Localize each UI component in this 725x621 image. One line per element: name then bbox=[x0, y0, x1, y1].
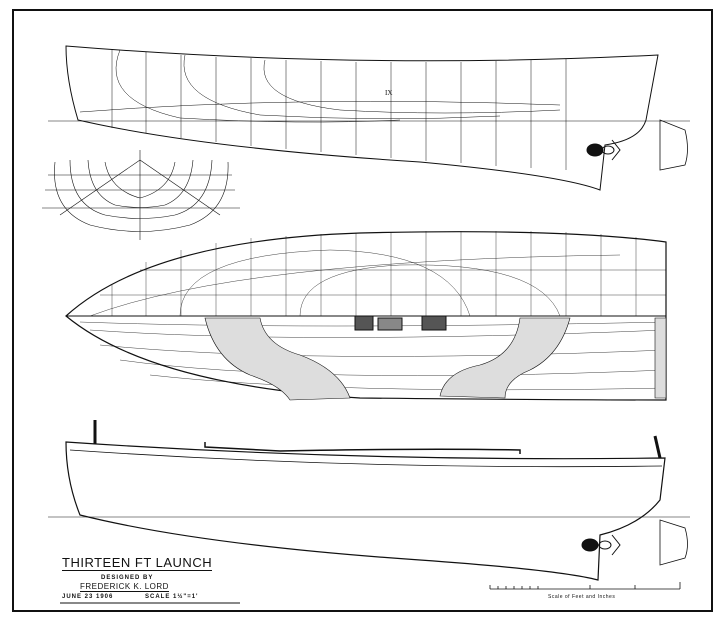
scale-bar bbox=[489, 582, 681, 590]
drawing-date: JUNE 23 1906 bbox=[62, 594, 114, 600]
outboard-profile-view bbox=[48, 420, 690, 581]
deck-planking-left bbox=[204, 317, 351, 401]
profile-lines-view bbox=[48, 45, 690, 191]
engine-icon bbox=[354, 315, 447, 331]
body-plan-view bbox=[42, 150, 240, 240]
scale-bar-label: Scale of Feet and Inches bbox=[548, 594, 616, 600]
propeller-icon bbox=[581, 534, 621, 556]
drawing-border bbox=[12, 9, 713, 612]
drawing-scale: SCALE 1½"=1' bbox=[145, 594, 199, 600]
propeller-icon bbox=[586, 139, 621, 161]
plan-view bbox=[65, 231, 667, 401]
designed-by-label: DESIGNED BY bbox=[101, 575, 154, 581]
designer-name: FREDERICK K. LORD bbox=[80, 582, 169, 592]
drawing-title: THIRTEEN FT LAUNCH bbox=[62, 555, 213, 571]
station-label: IX bbox=[385, 89, 392, 97]
deck-planking-right bbox=[439, 317, 571, 399]
